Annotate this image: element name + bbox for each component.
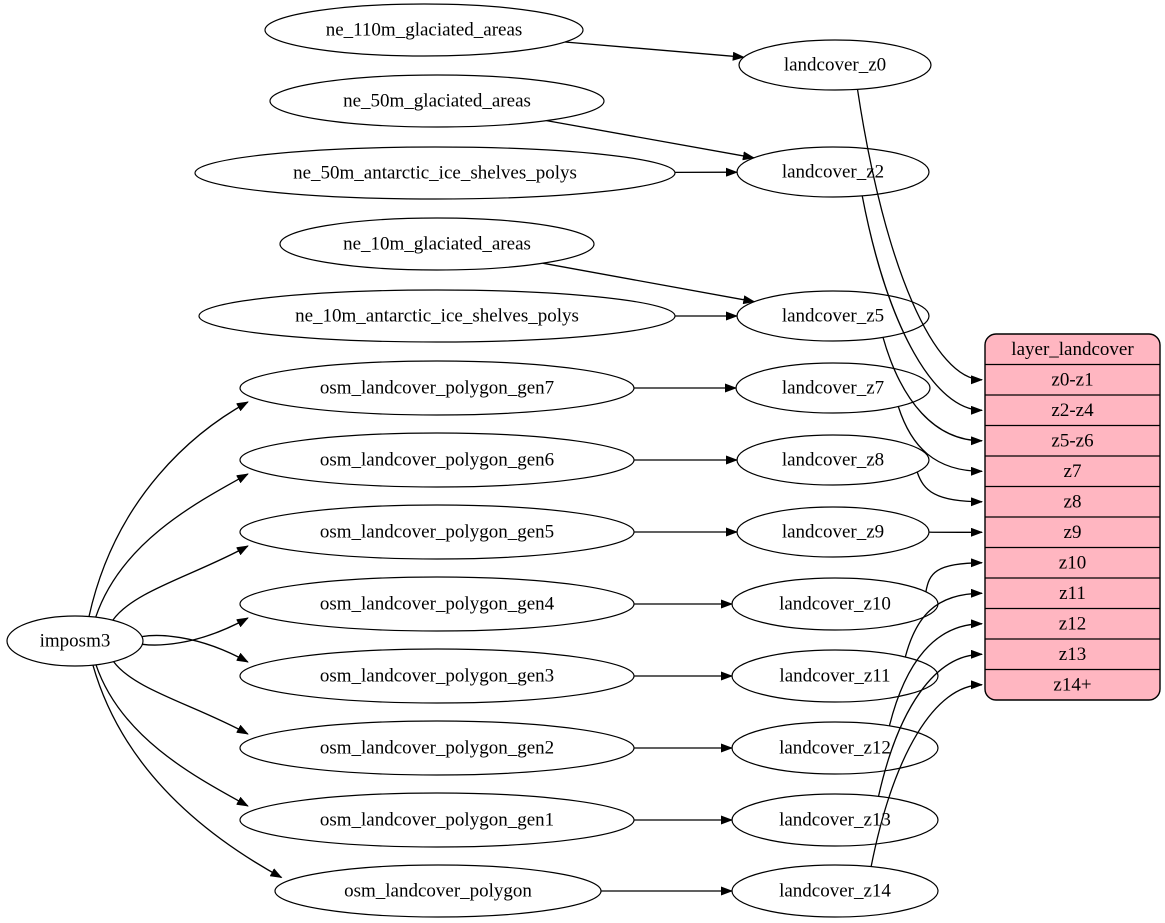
edge-landcover_z14-to-layer_landcover-z14+ (870, 680, 983, 867)
node-label: landcover_z2 (782, 162, 884, 183)
node-label: landcover_z0 (784, 55, 886, 76)
node-landcover_z12: landcover_z12 (731, 721, 939, 775)
table-row-label: z0-z1 (1051, 369, 1093, 390)
edge-landcover_z11-to-layer_landcover-z11 (904, 588, 983, 658)
node-osm_landcover_polygon_gen3: osm_landcover_polygon_gen3 (239, 648, 635, 704)
node-landcover_z9: landcover_z9 (736, 506, 930, 558)
node-landcover_z14: landcover_z14 (731, 864, 939, 918)
table-row-label: z10 (1059, 552, 1086, 573)
table-row-label: z5-z6 (1051, 430, 1093, 451)
node-label: osm_landcover_polygon_gen5 (320, 522, 554, 543)
node-landcover_z7: landcover_z7 (735, 362, 931, 414)
node-label: ne_110m_glaciated_areas (326, 20, 523, 41)
table-row-label: z11 (1059, 583, 1086, 604)
node-label: landcover_z12 (779, 738, 891, 759)
node-ne_10m_antarctic_ice_shelves_polys: ne_10m_antarctic_ice_shelves_polys (198, 289, 676, 343)
node-osm_landcover_polygon: osm_landcover_polygon (274, 864, 602, 918)
edge-landcover_z8-to-layer_landcover-z8 (916, 471, 983, 507)
node-label: landcover_z7 (782, 378, 884, 399)
table-row-label: z13 (1059, 644, 1086, 665)
node-ne_110m_glaciated_areas: ne_110m_glaciated_areas (264, 3, 584, 57)
table-row-label: z9 (1064, 522, 1082, 543)
node-osm_landcover_polygon_gen1: osm_landcover_polygon_gen1 (239, 792, 635, 848)
edges (88, 41, 983, 896)
edge-imposm3-to-osm_landcover_polygon_gen7 (88, 401, 249, 617)
node-ellipse (269, 74, 605, 128)
node-osm_landcover_polygon_gen5: osm_landcover_polygon_gen5 (239, 504, 635, 560)
edge-imposm3-to-osm_landcover_polygon_gen3 (141, 634, 249, 663)
node-label: landcover_z10 (779, 594, 891, 615)
node-osm_landcover_polygon_gen2: osm_landcover_polygon_gen2 (239, 720, 635, 776)
node-label: landcover_z11 (779, 666, 890, 687)
node-osm_landcover_polygon_gen4: osm_landcover_polygon_gen4 (239, 576, 635, 632)
table-row-label: z12 (1059, 613, 1086, 634)
edge-landcover_z10-to-layer_landcover-z10 (925, 558, 983, 592)
node-landcover_z11: landcover_z11 (731, 649, 939, 703)
table-row-label: z8 (1064, 491, 1082, 512)
node-landcover_z8: landcover_z8 (736, 434, 930, 486)
edge-landcover_z0-to-layer_landcover-z0-z1 (856, 89, 983, 385)
node-label: osm_landcover_polygon_gen2 (320, 738, 554, 759)
node-label: osm_landcover_polygon_gen1 (320, 810, 554, 831)
table-row-label: z14+ (1053, 674, 1091, 695)
node-ellipse (264, 3, 584, 57)
node-label: landcover_z9 (782, 522, 884, 543)
edge-imposm3-to-osm_landcover_polygon_gen6 (95, 473, 249, 618)
node-label: ne_50m_antarctic_ice_shelves_polys (293, 163, 577, 184)
edge-landcover_z12-to-layer_landcover-z12 (888, 619, 983, 727)
node-label: ne_10m_glaciated_areas (343, 234, 531, 255)
node-label: landcover_z5 (782, 306, 884, 327)
node-label: osm_landcover_polygon (344, 881, 532, 902)
edge-imposm3-to-osm_landcover_polygon (92, 664, 283, 879)
edge-landcover_z2-to-layer_landcover-z2-z4 (861, 195, 983, 415)
node-landcover_z10: landcover_z10 (731, 577, 939, 631)
node-label: landcover_z8 (782, 450, 884, 471)
edge-ne_10m_glaciated_areas-to-landcover_z5 (542, 262, 756, 305)
node-label: imposm3 (40, 631, 111, 652)
edge-imposm3-to-osm_landcover_polygon_gen2 (113, 661, 249, 735)
node-ne_50m_antarctic_ice_shelves_polys: ne_50m_antarctic_ice_shelves_polys (194, 146, 676, 200)
node-label: osm_landcover_polygon_gen4 (320, 594, 555, 615)
edge-landcover_z13-to-layer_landcover-z13 (877, 649, 983, 797)
edge-ne_50m_glaciated_areas-to-landcover_z2 (546, 119, 755, 161)
edge-landcover_z7-to-layer_landcover-z7 (897, 406, 983, 476)
edge-imposm3-to-osm_landcover_polygon_gen4 (142, 617, 249, 646)
node-label: osm_landcover_polygon_gen6 (320, 450, 554, 471)
node-ne_50m_glaciated_areas: ne_50m_glaciated_areas (269, 74, 605, 128)
node-imposm3: imposm3 (6, 615, 144, 667)
node-label: ne_50m_glaciated_areas (343, 91, 531, 112)
node-ellipse (6, 615, 144, 667)
node-osm_landcover_polygon_gen7: osm_landcover_polygon_gen7 (239, 360, 635, 416)
node-label: osm_landcover_polygon_gen3 (320, 666, 554, 687)
layer-landcover-table: layer_landcover z0-z1 z2-z4 z5-z6 z7 z8 z9 z10 z… (984, 333, 1161, 701)
node-ne_10m_glaciated_areas: ne_10m_glaciated_areas (279, 217, 595, 271)
node-osm_landcover_polygon_gen6: osm_landcover_polygon_gen6 (239, 432, 635, 488)
node-label: landcover_z13 (779, 810, 891, 831)
node-label: landcover_z14 (779, 881, 891, 902)
node-ellipse (738, 39, 932, 91)
node-label: osm_landcover_polygon_gen7 (320, 378, 554, 399)
node-landcover_z5: landcover_z5 (736, 290, 930, 342)
node-landcover_z13: landcover_z13 (731, 793, 939, 847)
edge-ne_110m_glaciated_areas-to-landcover_z0 (564, 41, 745, 61)
table-row-label: z7 (1064, 461, 1082, 482)
table-title: layer_landcover (1011, 339, 1134, 360)
edge-imposm3-to-osm_landcover_polygon_gen1 (95, 664, 249, 807)
node-landcover_z0: landcover_z0 (738, 39, 932, 91)
table-row-label: z2-z4 (1051, 400, 1094, 421)
edge-imposm3-to-osm_landcover_polygon_gen5 (112, 545, 249, 621)
node-ellipse (279, 217, 595, 271)
node-label: ne_10m_antarctic_ice_shelves_polys (295, 306, 579, 327)
node-landcover_z2: landcover_z2 (736, 146, 930, 198)
edge-landcover_z5-to-layer_landcover-z5-z6 (882, 337, 983, 446)
